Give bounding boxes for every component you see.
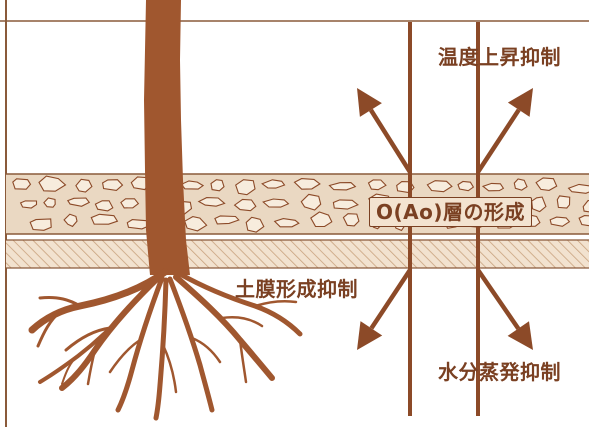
- litter-stone: [578, 215, 589, 227]
- litter-stone: [549, 216, 571, 227]
- litter-stone: [43, 197, 56, 208]
- litter-stone: [310, 211, 333, 228]
- root-icon: [38, 280, 152, 384]
- litter-stone: [38, 175, 67, 192]
- root-icon: [86, 348, 97, 386]
- litter-stone: [300, 193, 322, 211]
- label-soil-film-suppression: 土膜形成抑制: [235, 277, 358, 301]
- litter-stone: [513, 178, 528, 191]
- root-icon: [153, 277, 169, 421]
- arrow-up-right-icon: [507, 88, 533, 117]
- root-icon: [38, 296, 82, 308]
- soil-band: [6, 239, 589, 269]
- litter-stone: [120, 198, 140, 209]
- arrow-down-left-shaft: [369, 268, 412, 330]
- tree-icon: [28, 0, 303, 421]
- litter-stone: [367, 179, 387, 191]
- root-icon: [238, 338, 248, 384]
- roots-icon: [28, 268, 303, 421]
- litter-stone: [457, 180, 475, 192]
- label-temperature-suppression: 温度上昇抑制: [438, 45, 561, 69]
- litter-stone: [101, 179, 124, 191]
- root-icon: [115, 275, 165, 413]
- litter-stone: [328, 182, 357, 191]
- root-icon: [190, 336, 222, 364]
- litter-stone: [197, 197, 226, 207]
- litter-stone: [210, 179, 225, 192]
- litter-stone: [293, 178, 321, 190]
- root-icon: [64, 326, 112, 352]
- litter-stone: [233, 198, 257, 212]
- root-icon: [161, 343, 178, 394]
- litter-stone: [63, 213, 78, 228]
- arrow-down-right-shaft: [476, 268, 521, 330]
- litter-stone: [567, 183, 589, 194]
- litter-stone: [332, 199, 359, 210]
- litter-stone: [582, 199, 589, 213]
- litter-stone: [273, 218, 300, 228]
- litter-stone: [342, 213, 360, 227]
- litter-stone: [261, 179, 286, 189]
- root-icon: [220, 316, 264, 328]
- litter-stone: [535, 177, 558, 191]
- arrow-up-left-shaft: [368, 108, 412, 174]
- litter-stone: [245, 216, 265, 233]
- arrow-down-left-icon: [357, 321, 383, 350]
- root-icon: [108, 338, 142, 374]
- litter-stone: [90, 213, 119, 225]
- litter-stone: [235, 179, 256, 196]
- label-layer-formation: O(Ao)層の形成: [369, 197, 533, 227]
- root-icon: [253, 299, 298, 308]
- litter-stone: [94, 200, 114, 212]
- litter-stone: [19, 200, 38, 209]
- root-icon: [36, 310, 62, 348]
- litter-stone: [556, 195, 571, 209]
- arrow-up-right-shaft: [476, 108, 521, 174]
- litter-stone: [75, 178, 93, 193]
- arrow-up-left-icon: [357, 88, 382, 117]
- litter-stone: [214, 215, 240, 225]
- litter-stone: [262, 198, 290, 208]
- root-icon: [167, 276, 215, 413]
- label-evaporation-suppression: 水分蒸発抑制: [438, 360, 561, 384]
- litter-stone: [29, 218, 52, 231]
- arrow-down-right-icon: [507, 321, 533, 350]
- litter-stone: [426, 180, 453, 193]
- litter-stone: [12, 178, 32, 190]
- litter-stone: [66, 197, 91, 207]
- root-icon: [61, 355, 79, 385]
- litter-stone: [481, 182, 505, 192]
